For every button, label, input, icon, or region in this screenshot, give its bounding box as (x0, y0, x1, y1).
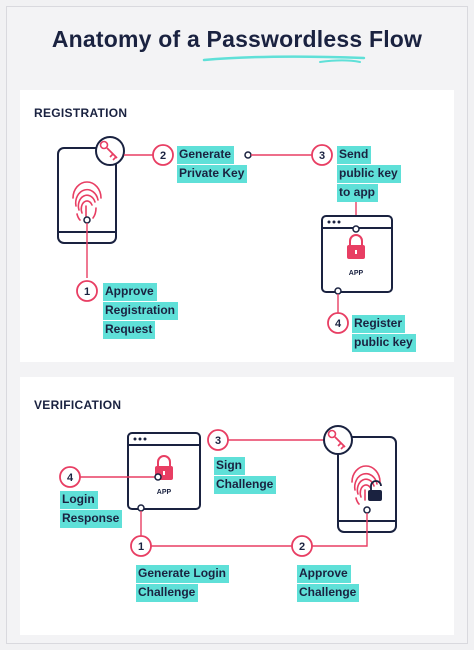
key-icon (323, 425, 353, 455)
svg-text:4: 4 (67, 472, 74, 484)
svg-text:4: 4 (335, 318, 342, 330)
svg-text:1: 1 (84, 286, 90, 298)
step-badge: 2 (291, 535, 313, 557)
registration-step-2-label: Generate Private Key (177, 146, 248, 184)
verification-step-2-label: Approve Challenge (297, 565, 360, 603)
app-label: APP (349, 270, 364, 277)
step-badge: 3 (311, 144, 333, 166)
step-badge: 2 (152, 144, 174, 166)
registration-step-1-label: Approve Registration Request (103, 283, 179, 340)
step-badge: 1 (130, 535, 152, 557)
verification-title: VERIFICATION (34, 398, 122, 412)
fingerprint-icon (72, 181, 102, 221)
verification-step-4-label: Login Response (60, 491, 123, 529)
svg-text:3: 3 (215, 435, 221, 447)
step-badge: 3 (207, 429, 229, 451)
title-underline-swoosh (202, 55, 366, 63)
verification-step-1-label: Generate Login Challenge (136, 565, 230, 603)
registration-title: REGISTRATION (34, 106, 128, 120)
lock-icon (347, 234, 365, 259)
app-label: APP (157, 489, 172, 496)
svg-text:1: 1 (138, 541, 144, 553)
svg-text:2: 2 (160, 150, 166, 162)
page-title: Anatomy of a Passwordless Flow (51, 26, 423, 52)
svg-text:2: 2 (299, 541, 305, 553)
verification-step-3-label: Sign Challenge (214, 457, 277, 495)
registration-step-4-label: Register public key (352, 315, 416, 353)
step-badge: 1 (76, 280, 98, 302)
key-icon (95, 136, 125, 166)
step-badge: 4 (327, 312, 349, 334)
padlock-open-icon (368, 480, 382, 501)
registration-step-3-label: Send public key to app (337, 146, 401, 203)
step-badge: 4 (59, 466, 81, 488)
svg-text:3: 3 (319, 150, 325, 162)
